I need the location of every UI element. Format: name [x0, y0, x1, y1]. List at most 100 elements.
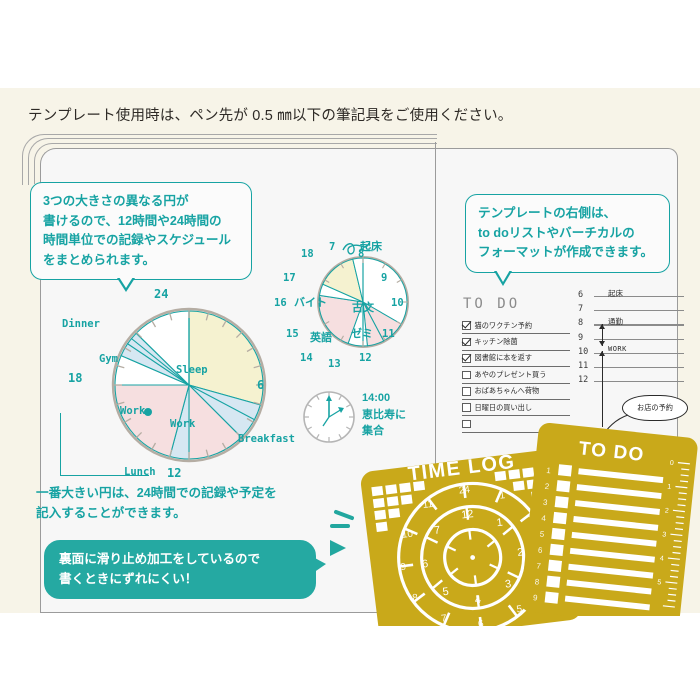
vertical-rule	[594, 366, 684, 369]
to-do-ruler-ticks	[662, 462, 690, 608]
svg-text:6: 6	[477, 619, 484, 626]
vertical-hour-label: 12	[578, 375, 589, 386]
todo-item-label: 日曜日の買い出し	[474, 402, 533, 412]
pie-seg-label-sleep: Sleep	[176, 364, 208, 376]
bubble-bottom-filled-tail	[313, 557, 326, 573]
spark-lines-icon	[330, 510, 354, 556]
to-do-stencil: TO DO 123 456 789	[520, 422, 698, 616]
small-pie-label-12: 12	[359, 352, 372, 364]
vertical-hour-label: 7	[578, 304, 584, 315]
large-24h-pie-chart	[106, 302, 272, 473]
svg-text:8: 8	[412, 592, 419, 604]
callout-text: お店の予約	[637, 403, 673, 412]
todo-row[interactable]: あやのプレゼント買う	[462, 367, 570, 384]
small-seg-label-eigo: 英語	[310, 332, 332, 344]
time-log-mid-ticks	[425, 506, 521, 609]
svg-text:5: 5	[442, 586, 450, 599]
svg-text:2: 2	[517, 546, 525, 559]
bubble-bottom-note-text: 一番大きい円は、24時間での記録や予定を 記入することができます。	[36, 486, 277, 520]
bubble-top-right-tail	[494, 269, 512, 286]
clock-hand-tail	[322, 416, 330, 427]
small-pie-label-10: 10	[391, 297, 404, 309]
small-pie-label-14: 14	[300, 352, 313, 364]
svg-text:1: 1	[499, 490, 506, 502]
svg-text:6: 6	[538, 545, 544, 554]
checkbox-empty-icon[interactable]	[462, 387, 471, 396]
svg-text:5: 5	[539, 530, 545, 539]
small-12h-pie-chart	[313, 252, 413, 357]
small-pie-label-16: 16	[274, 297, 287, 309]
vertical-hour-label: 11	[578, 360, 589, 371]
svg-text:10: 10	[401, 529, 414, 541]
vertical-entry-label: 通勤	[608, 317, 623, 327]
svg-text:5: 5	[516, 604, 523, 616]
clock-note-meet: 集合	[362, 425, 384, 437]
svg-text:11: 11	[422, 499, 434, 511]
bubble-top-left-tail	[117, 277, 135, 293]
checkbox-empty-icon[interactable]	[462, 403, 471, 412]
pie-segment-sleep	[188, 310, 264, 406]
small-pie-label-17: 17	[283, 272, 296, 284]
time-log-inner-ticks	[446, 529, 499, 586]
todo-item-label: キッチン除菌	[474, 337, 518, 347]
vertical-entry-label: WORK	[608, 344, 627, 353]
to-do-row-numbers: 123 456 789	[533, 466, 552, 603]
page-edge-3	[22, 134, 437, 185]
checkbox-empty-icon[interactable]	[462, 419, 471, 429]
svg-text:7: 7	[441, 613, 448, 625]
svg-text:4: 4	[474, 594, 482, 607]
clock-note-time: 14:00	[362, 392, 391, 404]
vertical-schedule-row[interactable]: 11	[578, 361, 684, 381]
checkbox-checked-icon[interactable]	[462, 354, 471, 363]
to-do-ruler-numbers: 012 345	[657, 460, 674, 587]
vertical-rule	[594, 381, 684, 383]
leader-line-to-bottom-note	[60, 413, 149, 476]
handwritten-squiggle-icon	[342, 242, 370, 255]
todo-row[interactable]: キッチン除菌	[462, 334, 570, 351]
shop-reservation-callout: お店の予約	[598, 395, 688, 442]
svg-text:7: 7	[433, 524, 441, 537]
vertical-hour-label: 9	[578, 332, 584, 343]
vertical-schedule-row[interactable]: 8 通勤	[578, 317, 684, 338]
todo-row[interactable]: 猫のワクチン予約	[462, 318, 570, 335]
todo-item-label: おばあちゃんへ荷物	[474, 386, 540, 396]
callout-bubble	[622, 395, 688, 421]
todo-row[interactable]: 日曜日の買い出し	[462, 400, 570, 417]
svg-text:7: 7	[536, 561, 542, 570]
vertical-schedule-row[interactable]: 7	[578, 304, 684, 324]
checkbox-empty-icon[interactable]	[462, 370, 471, 380]
todo-row[interactable]	[462, 416, 570, 433]
todo-row[interactable]: おばあちゃんへ荷物	[462, 384, 570, 400]
todo-item-label: あやのプレゼント買う	[474, 369, 547, 379]
bubble-top-left: 3つの大きさの異なる円が 書けるので、12時間や24時間の 時間単位での記録やス…	[30, 182, 252, 293]
svg-text:4: 4	[541, 514, 547, 523]
todo-item-label: 図書館に本を返す	[474, 353, 533, 363]
vertical-entry-label: 起床	[608, 289, 623, 298]
vertical-hour-label: 8	[578, 318, 584, 329]
small-pie-label-11: 11	[382, 328, 395, 340]
pie-seg-label-dinner: Dinner	[62, 318, 100, 330]
vertical-schedule-row[interactable]: 12	[578, 375, 684, 395]
bubble-bottom-filled: 裏面に滑り止め加工をしているので 書くときにずれにくい！	[44, 540, 326, 600]
svg-text:0: 0	[669, 460, 674, 467]
svg-text:2: 2	[664, 508, 669, 515]
bubble-bottom-filled-text: 裏面に滑り止め加工をしているので 書くときにずれにくい！	[59, 552, 261, 586]
svg-text:9: 9	[533, 593, 539, 602]
small-pie-label-9: 9	[381, 272, 388, 284]
page-edge-2	[28, 138, 437, 185]
small-seg-label-baito: バイト	[294, 297, 327, 309]
vertical-schedule-row[interactable]: 9	[578, 333, 684, 353]
todo-item-label: 猫のワクチン予約	[474, 320, 533, 330]
checkbox-checked-icon[interactable]	[462, 321, 471, 330]
svg-text:1: 1	[667, 484, 672, 491]
todo-row[interactable]: 図書館に本を返す	[462, 351, 570, 368]
small-pie-svg	[317, 256, 409, 348]
small-pie-label-13: 13	[328, 358, 341, 370]
checkbox-checked-icon[interactable]	[462, 337, 471, 347]
svg-text:3: 3	[662, 531, 667, 538]
